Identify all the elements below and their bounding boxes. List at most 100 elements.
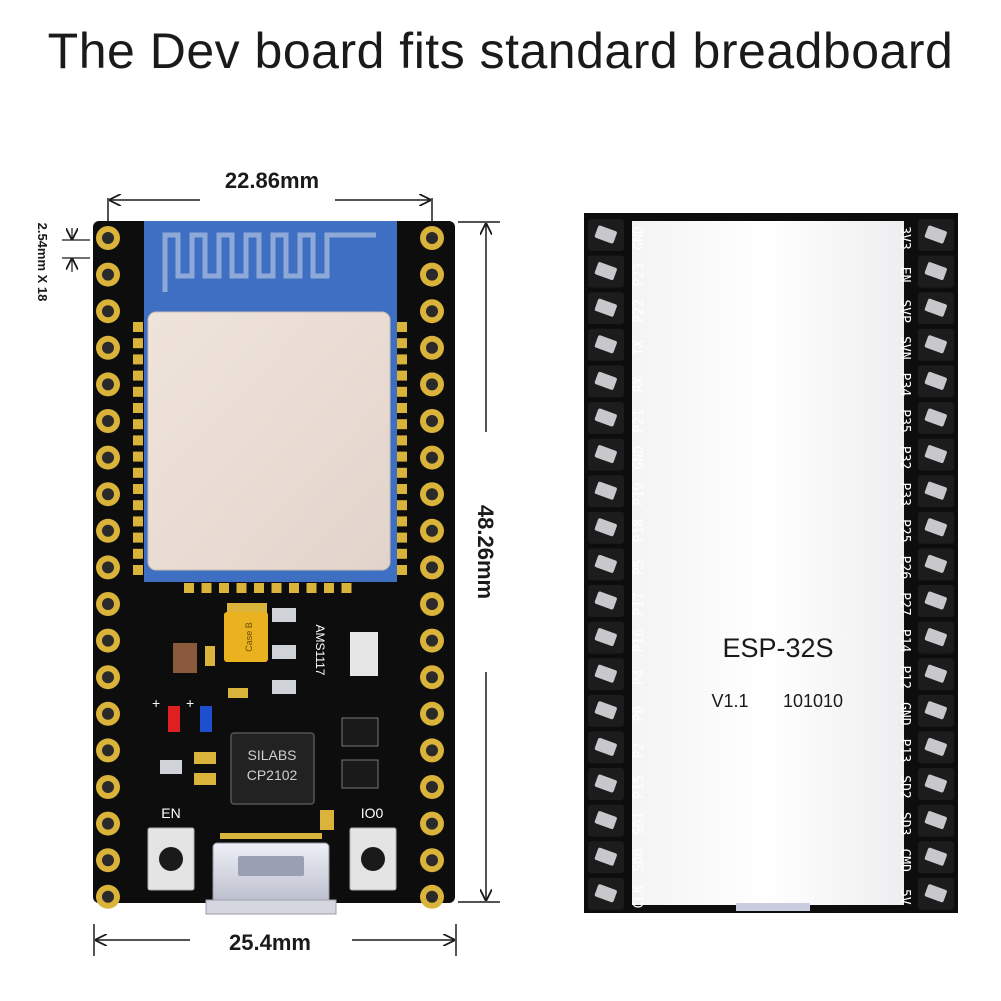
usb-connector [205, 833, 337, 915]
header-pin [588, 877, 624, 910]
header-pad [420, 409, 444, 433]
castellation-pad [133, 500, 143, 511]
pin-holes-left [96, 226, 120, 909]
castellation-pad [133, 403, 143, 413]
pin-label: P27 [897, 592, 912, 615]
header-pin [918, 402, 954, 434]
header-pin [918, 841, 954, 874]
castellation-pad [397, 516, 407, 527]
header-pin [918, 511, 954, 544]
castellation-pad [397, 354, 407, 365]
header-pad [96, 555, 120, 580]
castellation-pad [324, 583, 334, 593]
castellation-pad [397, 500, 407, 511]
castellation-pad [271, 583, 282, 593]
castellation-pad [397, 467, 407, 478]
castellation-pad [397, 322, 407, 332]
header-pad [420, 701, 444, 726]
header-pad [420, 372, 444, 397]
castellation-pad [341, 583, 352, 593]
red-led [168, 706, 180, 732]
pin-label: P34 [897, 373, 912, 397]
header-pad [420, 226, 444, 250]
header-pad [420, 628, 444, 653]
pin-label: P12 [897, 665, 912, 688]
header-pin [588, 804, 624, 837]
castellation-pad [397, 532, 407, 543]
castellation-pad [254, 583, 264, 593]
castellation-pad [397, 338, 407, 349]
pin-label: SVP [897, 299, 912, 323]
castellation-pad [133, 386, 143, 397]
header-pad [96, 665, 120, 690]
castellation-pad [397, 565, 407, 575]
castellation-pad [133, 484, 143, 494]
chip-brand: SILABS [247, 747, 296, 763]
castellation-pad [397, 386, 407, 397]
castellation-pad [306, 583, 317, 593]
header-pad [420, 665, 444, 690]
header-pin [588, 841, 624, 874]
back-usb-peek [736, 903, 810, 911]
castellation-pad [397, 451, 407, 462]
pin-label: P13 [897, 739, 912, 762]
module-name: ESP-32S [722, 633, 833, 663]
back-pin-header-left [588, 219, 624, 910]
dim-pitch: 2.54mm X 18 [35, 223, 50, 302]
smd-part [173, 643, 197, 673]
pin-label: P4 [632, 669, 647, 685]
header-pad [96, 226, 120, 250]
header-pin [588, 219, 624, 251]
castellation-pad [133, 435, 143, 446]
header-pad [420, 884, 444, 909]
castellation-pad [133, 370, 143, 381]
header-pin [918, 548, 954, 581]
pin-label: P5 [632, 560, 647, 576]
en-button[interactable] [147, 827, 195, 891]
header-pad [96, 884, 120, 909]
header-pin [918, 475, 954, 508]
front-board: Case B AMS1117 + + SILABS CP2102 EN IO0 [93, 221, 455, 915]
header-pin [588, 402, 624, 434]
castellation-pad [133, 548, 143, 559]
pin-label: P0 [632, 706, 647, 722]
header-pad [420, 555, 444, 580]
smd-part [205, 646, 215, 666]
plus-sign: + [152, 695, 160, 711]
header-pin [588, 658, 624, 691]
pin-label: P19 [632, 482, 647, 505]
header-pad [96, 518, 120, 543]
header-pad [96, 335, 120, 360]
smd-part [272, 645, 296, 659]
module-side-pads [133, 322, 407, 575]
pin-label: GND [897, 702, 912, 726]
header-pin [588, 328, 624, 361]
module-version: V1.1 [711, 691, 748, 711]
smd-part [228, 688, 248, 698]
castellation-pad [397, 419, 407, 430]
pin-label: P21 [632, 409, 647, 432]
castellation-pad [133, 322, 143, 332]
boot-button[interactable] [349, 827, 397, 891]
smd-part [341, 759, 379, 789]
pin-label: GND [632, 226, 647, 250]
pin-label: P25 [897, 519, 912, 542]
module-bottom-pads [184, 583, 352, 593]
castellation-pad [289, 583, 299, 593]
pin-label: TX [632, 340, 647, 356]
boot-label: IO0 [361, 805, 384, 821]
header-pad [420, 592, 444, 616]
pin-label: P15 [632, 775, 647, 798]
header-pad [96, 738, 120, 763]
smd-part [194, 773, 216, 785]
header-pin [918, 694, 954, 727]
header-pin [918, 804, 954, 837]
castellation-pad [236, 583, 247, 593]
pin-holes-right [420, 226, 444, 909]
header-pin [918, 292, 954, 325]
header-pin [918, 219, 954, 251]
castellation-pad [133, 467, 143, 478]
header-pad [420, 775, 444, 799]
header-pin [588, 548, 624, 581]
